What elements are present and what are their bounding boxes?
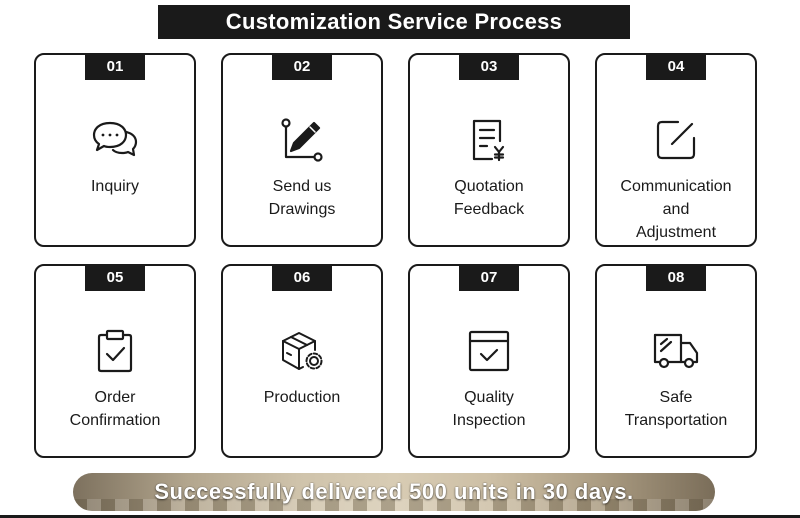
chat-bubbles-icon bbox=[90, 115, 140, 165]
step-number-badge: 08 bbox=[646, 264, 706, 291]
step-number-badge: 07 bbox=[459, 264, 519, 291]
step-number-badge: 06 bbox=[272, 264, 332, 291]
delivery-truck-icon bbox=[651, 326, 701, 376]
step-number-badge: 03 bbox=[459, 53, 519, 80]
step-label: Send us Drawings bbox=[229, 175, 375, 221]
step-label: Quotation Feedback bbox=[416, 175, 562, 221]
step-number-badge: 05 bbox=[85, 264, 145, 291]
inspection-check-icon bbox=[464, 326, 514, 376]
clipboard-check-icon bbox=[90, 326, 140, 376]
step-card-order-confirmation: 05 Order Confirmation bbox=[34, 264, 196, 458]
step-number-badge: 01 bbox=[85, 53, 145, 80]
step-card-production: 06 Production bbox=[221, 264, 383, 458]
step-label: Safe Transportation bbox=[603, 386, 749, 432]
step-label: Production bbox=[229, 386, 375, 409]
step-card-quality-inspection: 07 Quality Inspection bbox=[408, 264, 570, 458]
drawing-pen-icon bbox=[277, 115, 327, 165]
step-label: Communication and Adjustment bbox=[603, 175, 749, 244]
footer-banner: Successfully delivered 500 units in 30 d… bbox=[73, 473, 715, 511]
step-label: Order Confirmation bbox=[42, 386, 188, 432]
step-card-inquiry: 01 Inquiry bbox=[34, 53, 196, 247]
step-card-send-drawings: 02 Send us Drawings bbox=[221, 53, 383, 247]
box-gear-icon bbox=[277, 326, 327, 376]
step-label: Quality Inspection bbox=[416, 386, 562, 432]
quotation-document-icon bbox=[464, 115, 514, 165]
step-card-communication: 04 Communication and Adjustment bbox=[595, 53, 757, 247]
step-card-safe-transportation: 08 Safe Transportation bbox=[595, 264, 757, 458]
step-label: Inquiry bbox=[42, 175, 188, 198]
page-title: Customization Service Process bbox=[158, 5, 630, 39]
step-number-badge: 04 bbox=[646, 53, 706, 80]
step-card-quotation: 03 Quotation Feedback bbox=[408, 53, 570, 247]
footer-text: Successfully delivered 500 units in 30 d… bbox=[154, 479, 633, 505]
edit-square-icon bbox=[651, 115, 701, 165]
step-number-badge: 02 bbox=[272, 53, 332, 80]
